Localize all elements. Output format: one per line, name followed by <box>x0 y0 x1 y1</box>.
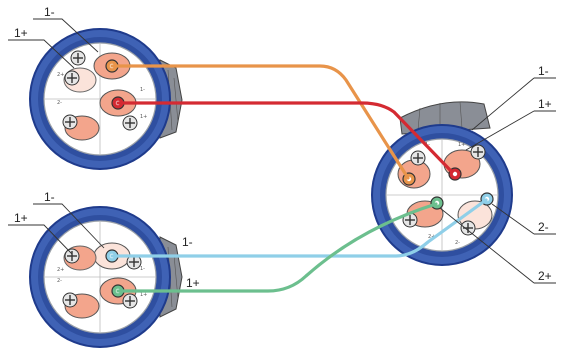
mark-2plus-top-left: 2+ <box>57 72 64 78</box>
mark-1plus-top-left: 1+ <box>140 114 147 120</box>
mark-2minus-bottom-left: 2- <box>57 278 62 284</box>
terminal-2minus-top-left <box>62 114 100 141</box>
mark-1plus-bottom-left: 1+ <box>140 292 147 298</box>
mark-2plus-bottom-left: 2+ <box>57 267 64 273</box>
connector-top-left: 2+ 2- 1- 1+ <box>29 28 183 170</box>
wire-red-1plus <box>116 101 454 174</box>
terminal-2minus-bottom-left <box>62 292 100 319</box>
wire-orange-1minus <box>110 64 410 180</box>
mark-2minus-right: 2- <box>455 240 460 246</box>
label-2minus-right: 2- <box>538 220 549 234</box>
label-1minus-right: 1- <box>538 64 549 78</box>
label-1plus-bottom-left: 1+ <box>14 211 28 225</box>
label-1minus-bottom-left: 1- <box>44 190 55 204</box>
mark-1minus-top-left: 1- <box>140 87 145 93</box>
mark-1minus-bottom-left: 1- <box>140 266 145 272</box>
label-2plus-right: 2+ <box>538 269 552 283</box>
wires <box>110 64 488 293</box>
leader-lines <box>8 18 556 284</box>
mark-1plus-right: 1+ <box>458 142 465 148</box>
label-1minus-top-left: 1- <box>44 5 55 19</box>
connector-right: 1- 1+ 2+ 2- <box>371 101 513 266</box>
label-1plus-right: 1+ <box>538 97 552 111</box>
mark-2minus-top-left: 2- <box>57 100 62 106</box>
label-cable-1minus: 1- <box>182 235 193 249</box>
wire-lightblue-1minus <box>110 198 488 258</box>
label-1plus-top-left: 1+ <box>14 26 28 40</box>
mark-2plus-right: 2+ <box>428 234 435 240</box>
terminal-2plus-top-left <box>63 67 97 93</box>
terminal-2plus-bottom-left <box>63 245 97 271</box>
terminal-1minus-right <box>397 150 431 189</box>
wire-green-1plus <box>116 202 438 293</box>
connector-bottom-left: 2+ 2- 1- 1+ <box>29 206 183 348</box>
label-cable-1plus: 1+ <box>186 276 200 290</box>
